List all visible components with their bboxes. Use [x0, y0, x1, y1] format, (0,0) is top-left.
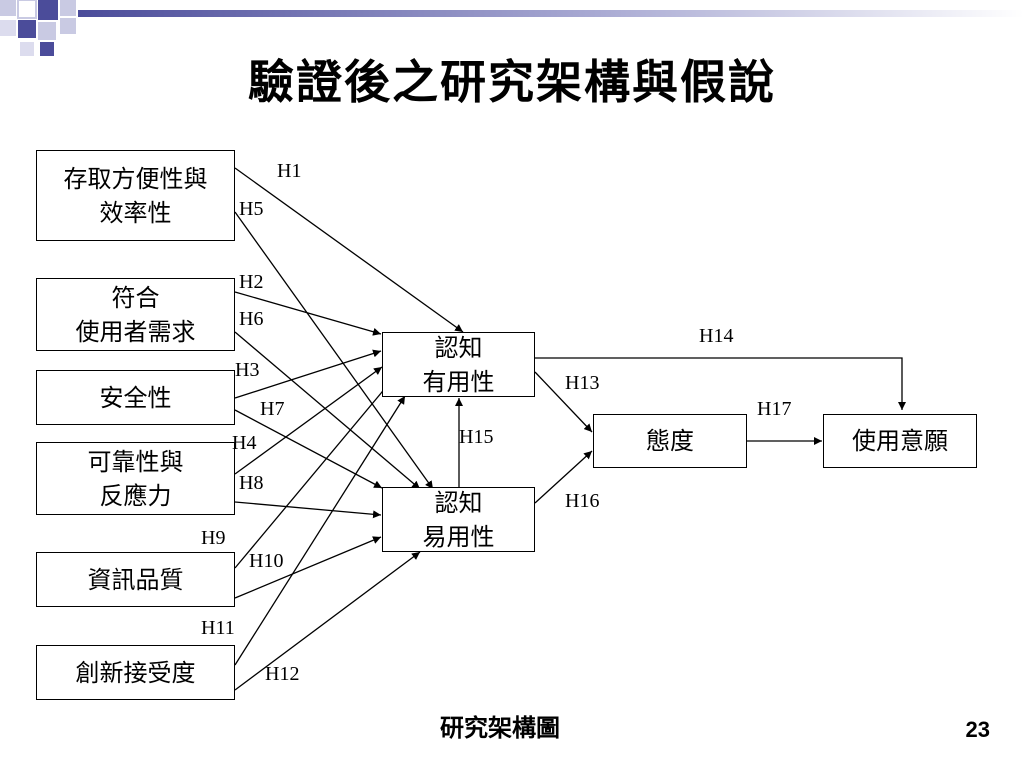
hypothesis-label-h4: H4	[232, 432, 257, 454]
hypothesis-label-h2: H2	[239, 271, 264, 293]
arrow-h1	[234, 167, 464, 333]
arrow-h14	[535, 357, 906, 410]
hypothesis-label-h7: H7	[260, 398, 285, 420]
hypothesis-label-h11: H11	[201, 617, 235, 639]
node-label-line: 使用者需求	[75, 317, 196, 346]
deco-square	[18, 20, 36, 38]
node-label-line: 認知	[434, 488, 483, 517]
node-label-line: 易用性	[422, 522, 495, 551]
arrow-h7	[234, 409, 383, 489]
deco-square	[40, 42, 54, 56]
node-innovation-acceptance: 創新接受度	[36, 645, 235, 700]
deco-square	[17, 0, 37, 19]
node-label-line: 存取方便性與	[63, 164, 208, 193]
deco-square	[60, 0, 76, 16]
arrow-h16	[534, 450, 593, 504]
node-access-efficiency: 存取方便性與 效率性	[36, 150, 235, 241]
deco-square	[0, 0, 16, 16]
hypothesis-label-h15: H15	[459, 426, 494, 448]
node-label-line: 安全性	[99, 383, 172, 412]
deco-square	[38, 22, 56, 40]
arrow-h4	[234, 366, 383, 475]
arrow-h12	[234, 551, 421, 691]
node-label-line: 符合	[111, 283, 160, 312]
title-gradient-bar	[78, 10, 1024, 17]
figure-caption: 研究架構圖	[440, 713, 560, 742]
arrow-h6	[234, 331, 421, 490]
arrow-h13	[534, 371, 593, 433]
node-label-line: 可靠性與	[87, 447, 184, 476]
arrow-h8	[234, 501, 382, 519]
hypothesis-label-h13: H13	[565, 372, 600, 394]
hypothesis-label-h17: H17	[757, 398, 792, 420]
deco-square	[0, 20, 16, 36]
hypothesis-label-h5: H5	[239, 198, 264, 220]
node-security: 安全性	[36, 370, 235, 425]
hypothesis-label-h1: H1	[277, 160, 302, 182]
hypothesis-label-h16: H16	[565, 490, 600, 512]
node-reliability: 可靠性與 反應力	[36, 442, 235, 515]
node-information-quality: 資訊品質	[36, 552, 235, 607]
node-label-line: 有用性	[422, 367, 495, 396]
node-label-line: 認知	[434, 333, 483, 362]
deco-square	[60, 18, 76, 34]
node-label-line: 創新接受度	[75, 658, 196, 687]
hypothesis-label-h10: H10	[249, 550, 284, 572]
node-label-line: 效率性	[99, 198, 172, 227]
node-user-needs: 符合 使用者需求	[36, 278, 235, 351]
hypothesis-label-h12: H12	[265, 663, 300, 685]
hypothesis-label-h6: H6	[239, 308, 264, 330]
node-perceived-usefulness: 認知 有用性	[382, 332, 535, 397]
hypothesis-label-h3: H3	[235, 359, 260, 381]
arrow-h10	[234, 536, 382, 599]
node-label-line: 資訊品質	[87, 565, 184, 594]
hypothesis-label-h14: H14	[699, 325, 734, 347]
page-number: 23	[965, 717, 990, 742]
node-attitude: 態度	[593, 414, 747, 468]
deco-square	[20, 42, 34, 56]
node-label-line: 使用意願	[852, 427, 948, 455]
node-perceived-ease: 認知 易用性	[382, 487, 535, 552]
slide-title: 驗證後之研究架構與假說	[248, 55, 776, 109]
hypothesis-label-h9: H9	[201, 527, 226, 549]
arrow-h9	[234, 379, 393, 569]
corner-decoration	[0, 0, 1024, 56]
deco-square	[38, 0, 58, 20]
arrow-h3	[234, 349, 382, 399]
arrow-h2	[234, 291, 382, 336]
hypothesis-label-h8: H8	[239, 472, 264, 494]
node-label-line: 反應力	[99, 481, 172, 510]
node-label-line: 態度	[646, 427, 694, 455]
arrow-h5	[234, 211, 434, 490]
arrow-h11	[234, 395, 406, 666]
node-usage-intention: 使用意願	[823, 414, 977, 468]
